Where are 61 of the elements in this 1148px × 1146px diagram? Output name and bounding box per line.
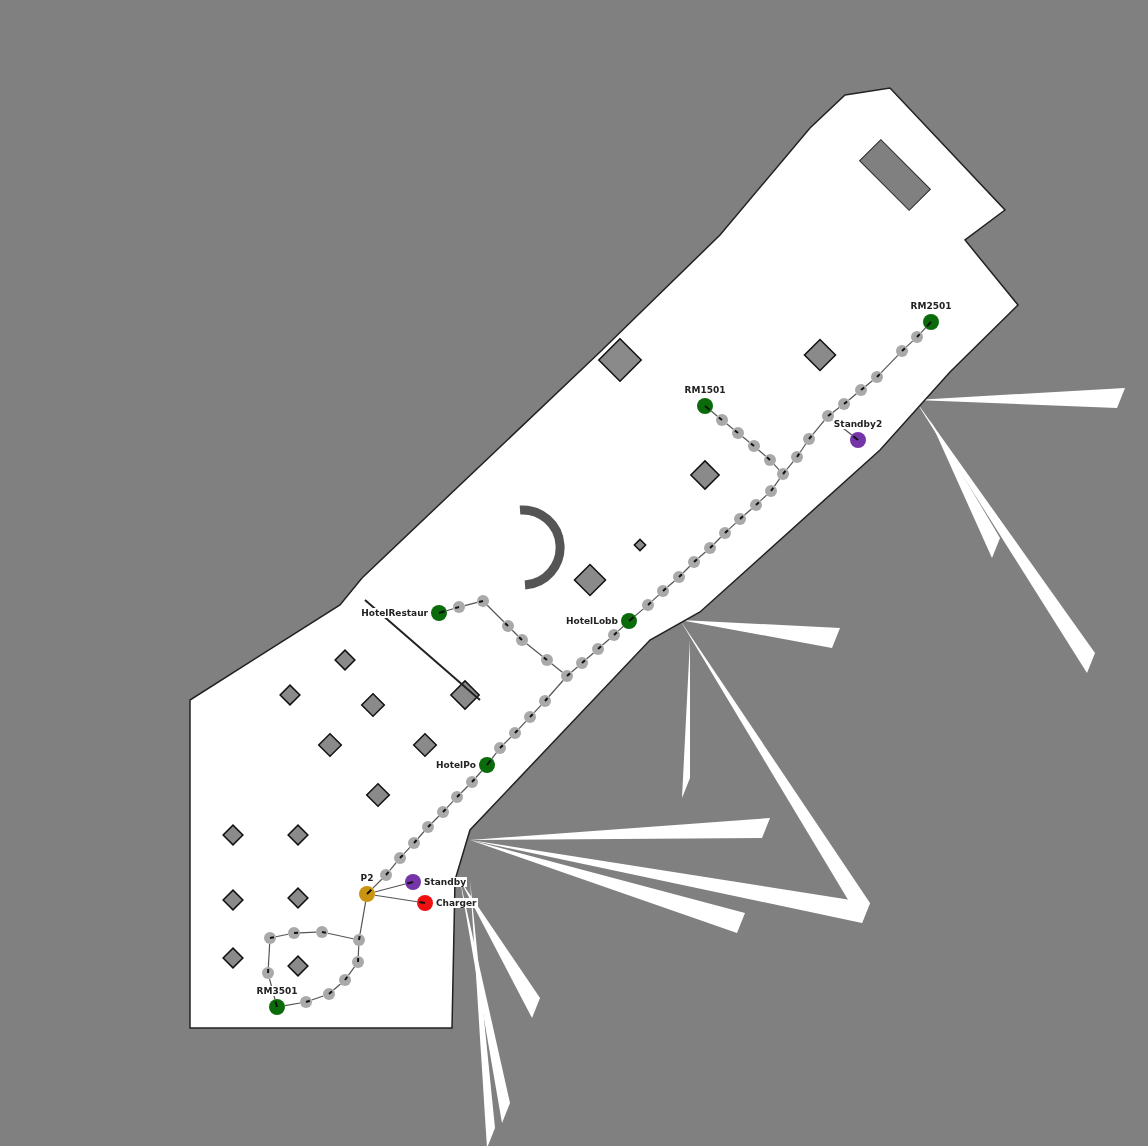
path-line — [389, 862, 397, 871]
path-line — [551, 663, 563, 673]
path-line — [728, 522, 737, 530]
path-line — [327, 932, 354, 940]
path-line — [526, 643, 543, 657]
path-line — [359, 901, 367, 935]
path-line — [905, 340, 914, 348]
path-line — [374, 894, 418, 903]
path-line — [773, 478, 781, 487]
path-line — [651, 594, 660, 602]
path-line — [865, 380, 873, 387]
path-line — [880, 354, 899, 374]
path-line — [486, 604, 505, 623]
path-line — [417, 830, 425, 840]
path-line — [666, 580, 676, 588]
path-line — [475, 770, 483, 779]
path-line — [634, 608, 644, 617]
path-line — [759, 494, 768, 502]
path-line — [617, 625, 624, 632]
path-line — [812, 420, 825, 435]
path-line — [682, 565, 691, 574]
path-line — [431, 815, 440, 824]
path-line — [713, 536, 722, 545]
path-line — [786, 461, 794, 470]
waypoint-label: Charger — [435, 898, 478, 908]
waypoint-label: HotelPo — [435, 760, 477, 770]
path-line — [548, 679, 564, 698]
path-line — [311, 995, 324, 1001]
path-line — [511, 629, 519, 637]
path-line — [585, 652, 595, 660]
path-line — [743, 508, 753, 516]
waypoint-label: Standby — [423, 877, 468, 887]
path-line — [697, 551, 707, 559]
path-line — [464, 601, 478, 607]
path-line — [533, 704, 542, 714]
path-line — [267, 943, 271, 968]
waypoint-label: P2 — [359, 873, 375, 883]
path-line — [284, 1002, 301, 1007]
path-line — [518, 720, 527, 730]
path-line — [601, 638, 611, 646]
path-line — [332, 983, 342, 991]
path-line — [275, 933, 289, 938]
path-line — [757, 449, 767, 457]
waypoint-label: HotelLobb — [565, 616, 619, 626]
path-line — [446, 608, 454, 612]
waypoint-label: RM3501 — [255, 986, 299, 996]
path-line — [920, 327, 927, 334]
path-line — [503, 736, 512, 745]
waypoint-label: Standby2 — [832, 419, 884, 429]
waypoint-label: HotelRestaur — [360, 608, 429, 618]
path-line — [403, 846, 411, 855]
path-line — [832, 407, 840, 413]
waypoint-label: RM2501 — [909, 301, 953, 311]
path-line — [742, 436, 750, 443]
path-line — [491, 752, 497, 760]
path-line — [347, 966, 356, 976]
waypoint-label: RM1501 — [683, 385, 727, 395]
path-line — [460, 785, 469, 794]
path-line — [374, 883, 406, 893]
path-line — [726, 423, 734, 430]
path-line — [446, 800, 454, 809]
